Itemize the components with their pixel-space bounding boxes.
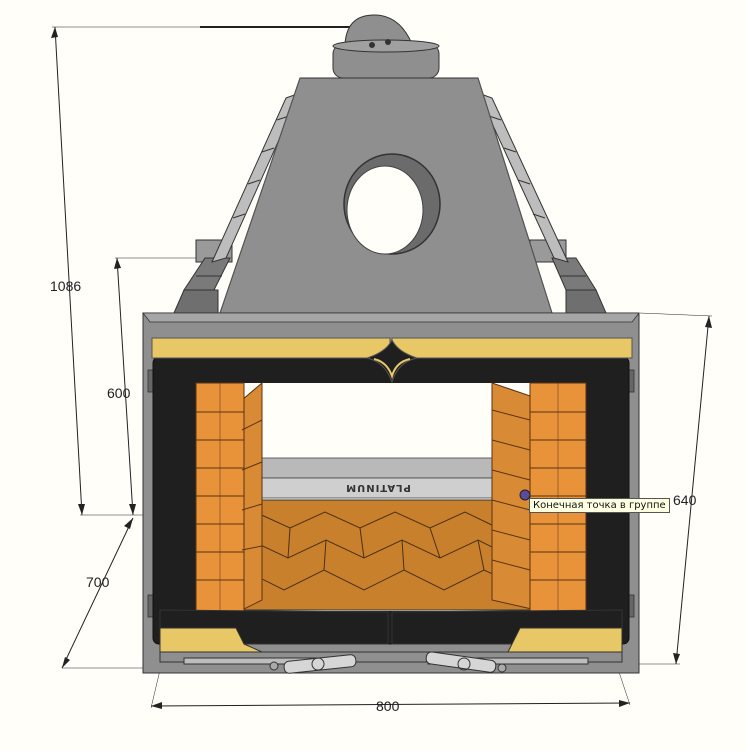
dim-depth-label: 700	[86, 574, 110, 590]
right-insulation	[551, 257, 607, 314]
brand-label: SENATOR	[176, 638, 235, 649]
left-brick-wall	[195, 381, 263, 612]
dim-total-height-label: 1086	[50, 278, 81, 294]
endpoint-tooltip: Конечная точка в группе	[529, 498, 670, 513]
dim-chamber-height-label: 600	[107, 385, 131, 401]
hearth-herringbone	[243, 511, 529, 591]
door-handles	[183, 651, 589, 674]
endpoint-marker[interactable]	[519, 489, 531, 501]
bottom-door-panels	[159, 609, 623, 663]
model-label: PLATINUM	[345, 482, 411, 493]
dimension-arrowheads	[51, 27, 712, 709]
dim-body-height-label: 640	[673, 492, 697, 508]
right-brick-wall	[491, 382, 587, 612]
hood-side-slabs	[211, 92, 569, 263]
top-gold-trim	[151, 337, 633, 384]
flue-opening	[343, 153, 441, 255]
left-insulation	[173, 257, 231, 314]
dimension-lines	[52, 26, 713, 709]
dim-width-label: 800	[376, 698, 400, 714]
top-collar	[332, 14, 440, 79]
